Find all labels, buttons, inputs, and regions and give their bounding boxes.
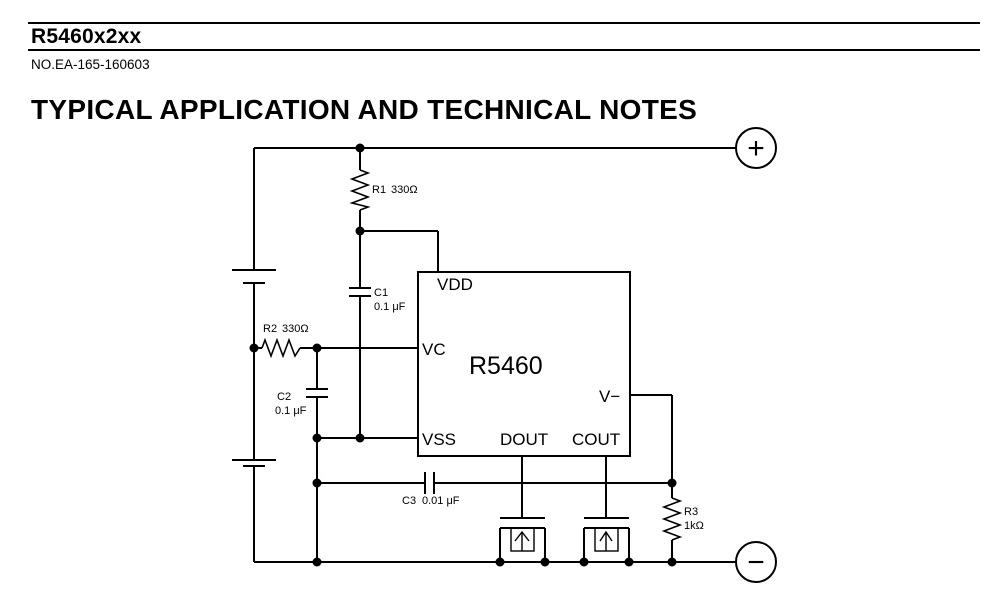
pin-cout: COUT (572, 430, 620, 449)
r1-value: 330Ω (391, 184, 418, 196)
pin-v-minus: V− (599, 387, 620, 406)
header-bottom-rule (28, 49, 980, 51)
junction-dot (355, 226, 365, 236)
c1-ref: C1 (374, 287, 388, 299)
positive-terminal: + (735, 127, 777, 169)
document-number: NO.EA-165-160603 (31, 57, 150, 72)
junction-dot (579, 557, 589, 567)
ic-name: R5460 (469, 352, 543, 380)
r1-resistor (349, 169, 371, 211)
r3-resistor (661, 497, 683, 541)
pin-vc: VC (422, 340, 446, 359)
junction-dot (355, 143, 365, 153)
junction-dot (249, 343, 259, 353)
junction-dot (355, 433, 365, 443)
junction-dot (667, 557, 677, 567)
r2-value: 330Ω (282, 323, 309, 335)
r2-resistor (261, 337, 301, 359)
discharge-mosfet (499, 517, 546, 562)
junction-dot (312, 343, 322, 353)
negative-terminal: − (735, 541, 777, 583)
junction-dot (312, 557, 322, 567)
c1-value: 0.1 μF (374, 301, 406, 313)
c3-ref: C3 (402, 495, 416, 507)
c3-value: 0.01 μF (422, 495, 460, 507)
r3-value: 1kΩ (684, 520, 704, 532)
r1-ref: R1 (372, 184, 386, 196)
r2-ref: R2 (263, 323, 277, 335)
header-top-rule (28, 22, 980, 24)
ic-body (417, 271, 631, 457)
pin-vss: VSS (422, 430, 456, 449)
junction-dot (540, 557, 550, 567)
section-heading: TYPICAL APPLICATION AND TECHNICAL NOTES (31, 94, 698, 125)
negative-terminal-symbol: − (747, 546, 765, 579)
document-title: R5460x2xx (31, 25, 142, 48)
positive-terminal-symbol: + (747, 132, 765, 165)
charge-mosfet (583, 517, 630, 562)
c2-value: 0.1 μF (275, 405, 307, 417)
pin-vdd: VDD (437, 275, 473, 294)
junction-dot (312, 478, 322, 488)
c2-ref: C2 (277, 391, 291, 403)
junction-dot (495, 557, 505, 567)
junction-dot (312, 433, 322, 443)
junction-dot (624, 557, 634, 567)
pin-dout: DOUT (500, 430, 548, 449)
junction-dot (667, 478, 677, 488)
r3-ref: R3 (684, 506, 698, 518)
